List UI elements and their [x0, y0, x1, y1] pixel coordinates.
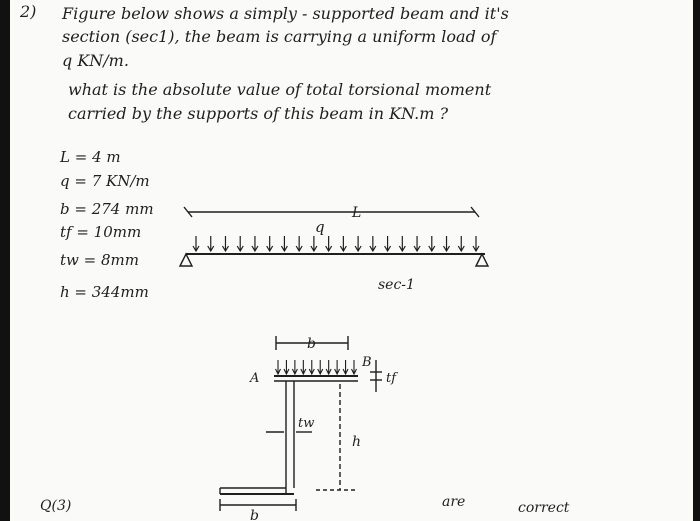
load-arrow	[221, 236, 229, 253]
load-arrow	[398, 236, 406, 253]
flange-load-arrow	[342, 360, 349, 376]
question-line-2: section (sec1), the beam is carrying a u…	[62, 27, 497, 46]
span-l-label: L	[351, 205, 361, 221]
flange-load-arrow	[283, 360, 290, 376]
given-width: b = 274 mm	[60, 200, 154, 218]
beam-diagram: q L sec-1	[178, 205, 490, 511]
load-arrow	[384, 236, 392, 253]
question-line-4: what is the absolute value of total tors…	[68, 80, 492, 99]
section-label: sec-1	[378, 277, 415, 293]
load-arrow	[369, 236, 377, 253]
load-arrow	[236, 236, 244, 253]
flange-load-arrow	[334, 360, 341, 376]
question-line-5: carried by the supports of this beam in …	[68, 104, 449, 123]
span-tick-right	[470, 206, 480, 218]
load-arrow	[266, 236, 274, 253]
footer-correct-text: correct	[518, 500, 570, 516]
flange-load-arrow	[317, 360, 324, 376]
load-arrow	[207, 236, 215, 253]
load-arrow	[280, 236, 288, 253]
load-arrow	[413, 236, 421, 253]
tw-label: tw	[298, 416, 314, 431]
question-line-1: Figure below shows a simply - supported …	[62, 4, 509, 23]
flange-load-arrow	[275, 360, 281, 376]
h-label: h	[352, 434, 361, 450]
load-arrow	[295, 236, 303, 253]
span-tick-left	[183, 206, 193, 218]
tf-label: tf	[386, 371, 398, 386]
load-arrow	[443, 236, 451, 253]
given-length: L = 4 m	[60, 148, 121, 166]
support-right	[474, 252, 490, 267]
flange-load-arrow	[300, 360, 307, 376]
footer-are-text: are	[442, 494, 466, 510]
load-arrow	[192, 236, 200, 253]
flange-load-arrows	[275, 360, 357, 376]
cross-section	[219, 336, 382, 511]
load-arrow	[457, 236, 465, 253]
load-arrow	[428, 236, 436, 253]
question-number: 2)	[20, 2, 37, 21]
flange-load-arrow	[325, 360, 332, 376]
given-flange-thickness: tf = 10mm	[60, 223, 142, 241]
flange-load-arrow	[308, 360, 315, 376]
support-left	[178, 252, 194, 267]
point-b-label: B	[361, 355, 372, 370]
load-arrow	[310, 236, 318, 253]
given-height: h = 344mm	[60, 283, 149, 301]
question-line-3: q KN/m.	[62, 51, 129, 70]
next-question-label: Q(3)	[40, 498, 72, 514]
b-label: b	[307, 336, 316, 352]
load-q-label: q	[315, 218, 325, 236]
load-arrow	[251, 236, 259, 253]
worksheet: 2) Figure below shows a simply - support…	[10, 0, 693, 521]
load-arrow	[354, 236, 362, 253]
load-arrow	[339, 236, 347, 253]
load-arrow	[472, 236, 480, 253]
distributed-load-arrows	[192, 236, 480, 253]
given-web-thickness: tw = 8mm	[60, 251, 139, 269]
flange-load-arrow	[291, 360, 298, 376]
given-load: q = 7 KN/m	[60, 172, 150, 190]
flange-load-arrow	[351, 360, 357, 376]
point-a-label: A	[249, 371, 259, 386]
load-arrow	[325, 236, 333, 253]
bottom-b-label: b	[250, 508, 259, 521]
